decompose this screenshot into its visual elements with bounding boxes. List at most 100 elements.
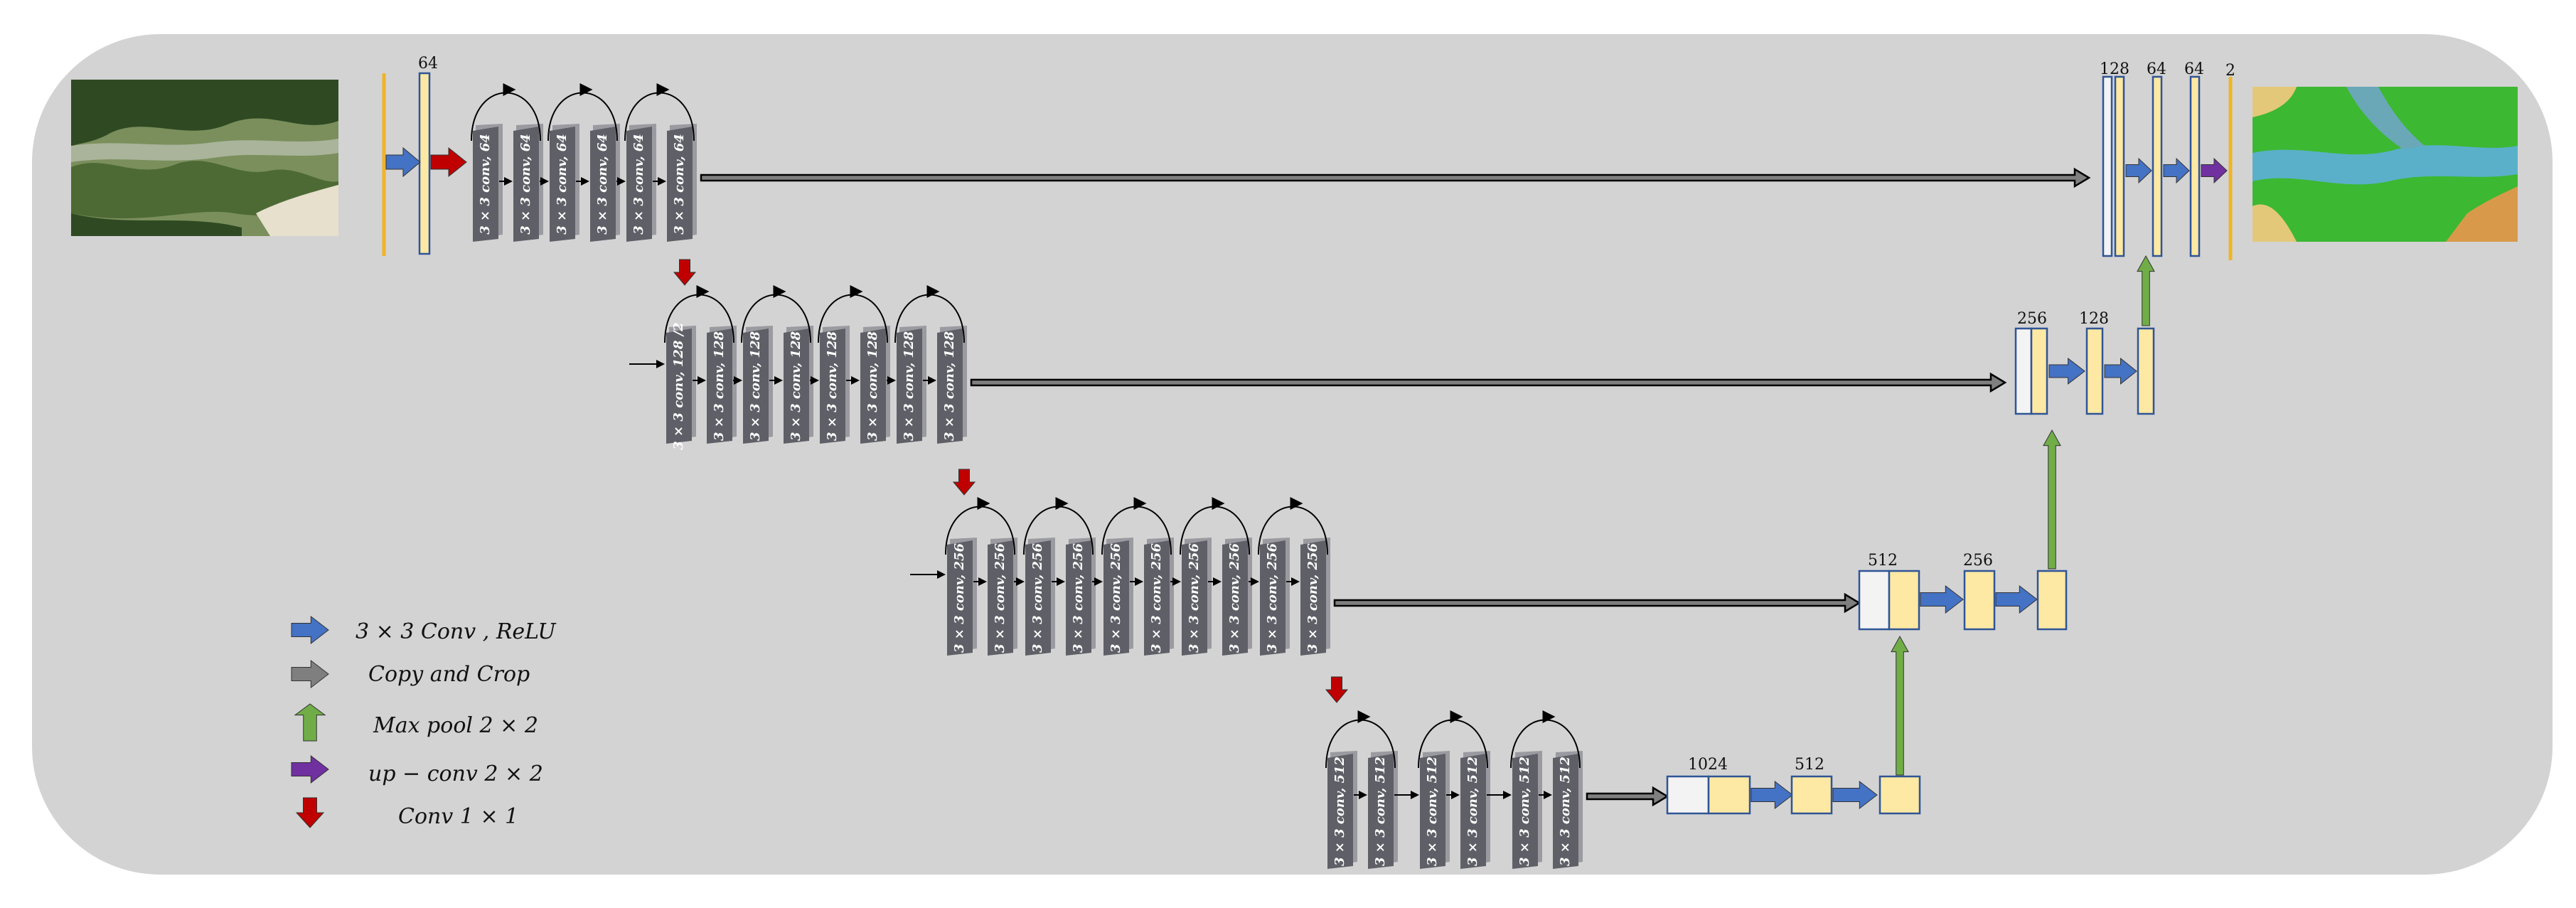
b-conv-arrow-2 bbox=[1832, 780, 1878, 810]
residual-arc-head bbox=[1055, 497, 1069, 510]
conv-block-body bbox=[784, 329, 809, 444]
conv-block-label: 3 × 3 conv, 256 bbox=[1305, 543, 1320, 653]
inner-arrow-head bbox=[1251, 577, 1259, 586]
d3-feature-256 bbox=[1963, 570, 1996, 631]
d2-copy bbox=[2014, 327, 2033, 415]
inner-arrow-head bbox=[658, 177, 666, 186]
legend-conv-label: 3 × 3 Conv , ReLU bbox=[356, 619, 557, 644]
legend-upconv-icon bbox=[291, 754, 329, 784]
label-d1-128: 128 bbox=[2100, 60, 2129, 78]
conv-block: 3 × 3 conv, 64 bbox=[513, 124, 543, 242]
residual-arc-head bbox=[1450, 710, 1463, 723]
label-d1-64a: 64 bbox=[2147, 60, 2166, 78]
inner-arrow-head bbox=[698, 376, 706, 385]
inner-arrow-head bbox=[1094, 577, 1103, 586]
inner-arrow-head bbox=[504, 177, 513, 186]
conv-block: 3 × 3 conv, 64 bbox=[667, 124, 697, 242]
d3-concat bbox=[1888, 570, 1920, 631]
label-d3-256: 256 bbox=[1963, 552, 1993, 570]
conv-block-label: 3 × 3 conv, 256 bbox=[1149, 543, 1164, 653]
conv-block-body bbox=[1553, 754, 1578, 869]
conv-block: 3 × 3 conv, 256 bbox=[1066, 538, 1096, 656]
water-branch bbox=[2346, 87, 2425, 149]
conv-block-label: 3 × 3 conv, 64 bbox=[595, 134, 610, 235]
forest-patch bbox=[71, 80, 338, 149]
conv-block-body bbox=[1025, 540, 1051, 656]
residual-arc-head bbox=[926, 285, 940, 298]
b-feature-512b bbox=[1878, 775, 1921, 815]
conv1x1-arrow-row4 bbox=[1325, 676, 1349, 703]
inner-arrow-head bbox=[851, 376, 860, 385]
conv-block-body bbox=[1182, 540, 1207, 656]
conv-block-body bbox=[1368, 754, 1394, 869]
legend-copy-label: Copy and Crop bbox=[368, 662, 530, 687]
legend-icons bbox=[291, 615, 329, 828]
residual-arc-head bbox=[1212, 497, 1225, 510]
d1-feature-64b bbox=[2189, 75, 2201, 257]
legend: 3 × 3 Conv , ReLU Copy and Crop Max pool… bbox=[291, 615, 557, 829]
conv-block-body bbox=[947, 540, 973, 656]
conv-block-body bbox=[473, 127, 498, 242]
conv-block: 3 × 3 conv, 512 bbox=[1460, 751, 1490, 869]
inner-arrow-head bbox=[887, 376, 896, 385]
conv-block-label: 3 × 3 conv, 64 bbox=[672, 134, 687, 235]
conv-block: 3 × 3 conv, 256 bbox=[1222, 538, 1252, 656]
conv-block-body bbox=[897, 329, 922, 444]
conv-block: 3 × 3 conv, 64 bbox=[550, 124, 579, 242]
vegetation-patch bbox=[71, 161, 338, 219]
residual-arc-head bbox=[503, 83, 516, 96]
inner-arrow-head bbox=[1213, 577, 1222, 586]
inner-arrow-head bbox=[1544, 791, 1552, 799]
label-d3-512: 512 bbox=[1868, 552, 1898, 570]
conv-block-body bbox=[860, 329, 886, 444]
conv-block-label: 3 × 3 conv, 512 bbox=[1332, 757, 1347, 866]
input-feature-64 bbox=[418, 72, 431, 255]
channel-patch bbox=[71, 139, 338, 162]
inner-arrow-head bbox=[1135, 577, 1143, 586]
b-feature-512 bbox=[1790, 775, 1833, 815]
legend-upconv-label: up − conv 2 × 2 bbox=[368, 762, 543, 786]
conv-block-body bbox=[1300, 540, 1326, 656]
conv-block-label: 3 × 3 conv, 256 bbox=[993, 543, 1008, 653]
sand-patch bbox=[256, 185, 338, 236]
conv-block: 3 × 3 conv, 128 bbox=[707, 326, 737, 444]
skip-row2 bbox=[970, 372, 2007, 393]
conv-block-label: 3 × 3 conv, 256 bbox=[1108, 543, 1123, 653]
conv-block: 3 × 3 conv, 128 bbox=[937, 326, 967, 444]
aerial-input-image bbox=[71, 80, 338, 236]
label-b-1024: 1024 bbox=[1688, 756, 1728, 774]
conv-block-label: 3 × 3 conv, 128 bbox=[825, 331, 840, 441]
conv-block-body bbox=[667, 127, 693, 242]
conv-block: 3 × 3 conv, 512 bbox=[1553, 751, 1583, 869]
d3-conv-arrow-2 bbox=[1995, 584, 2038, 614]
conv-block-body bbox=[1103, 540, 1129, 656]
legend-copy-icon bbox=[291, 659, 329, 689]
skip-row3 bbox=[1333, 592, 1861, 614]
residual-arc-head bbox=[977, 497, 990, 510]
inner-arrow-head bbox=[540, 177, 549, 186]
inner-arrow-head bbox=[774, 376, 783, 385]
conv-block: 3 × 3 conv, 256 bbox=[1103, 538, 1133, 656]
label-d1-64b: 64 bbox=[2184, 60, 2204, 78]
conv-block: 3 × 3 conv, 256 bbox=[1260, 538, 1290, 656]
conv-block-body bbox=[590, 127, 616, 242]
skip-row4 bbox=[1586, 786, 1669, 807]
conv-block: 3 × 3 conv, 64 bbox=[626, 124, 656, 242]
conv-block-body bbox=[550, 127, 575, 242]
conv-block-body bbox=[513, 127, 539, 242]
conv-block-label: 3 × 3 conv, 128 /2 bbox=[671, 322, 686, 449]
conv-block: 3 × 3 conv, 256 bbox=[1025, 538, 1055, 656]
label-d1-2: 2 bbox=[2225, 62, 2235, 80]
conv-block: 3 × 3 conv, 256 bbox=[988, 538, 1017, 656]
d1-upconv-arrow bbox=[2201, 157, 2228, 184]
conv-block: 3 × 3 conv, 256 bbox=[1144, 538, 1174, 656]
diagram-background bbox=[32, 34, 2553, 875]
conv-block-label: 3 × 3 conv, 64 bbox=[555, 134, 570, 235]
residual-arc-head bbox=[579, 83, 593, 96]
conv-block-body bbox=[1327, 754, 1353, 869]
skip-row1 bbox=[700, 167, 2091, 188]
conv-block: 3 × 3 conv, 512 bbox=[1368, 751, 1398, 869]
conv-block-body bbox=[1260, 540, 1286, 656]
